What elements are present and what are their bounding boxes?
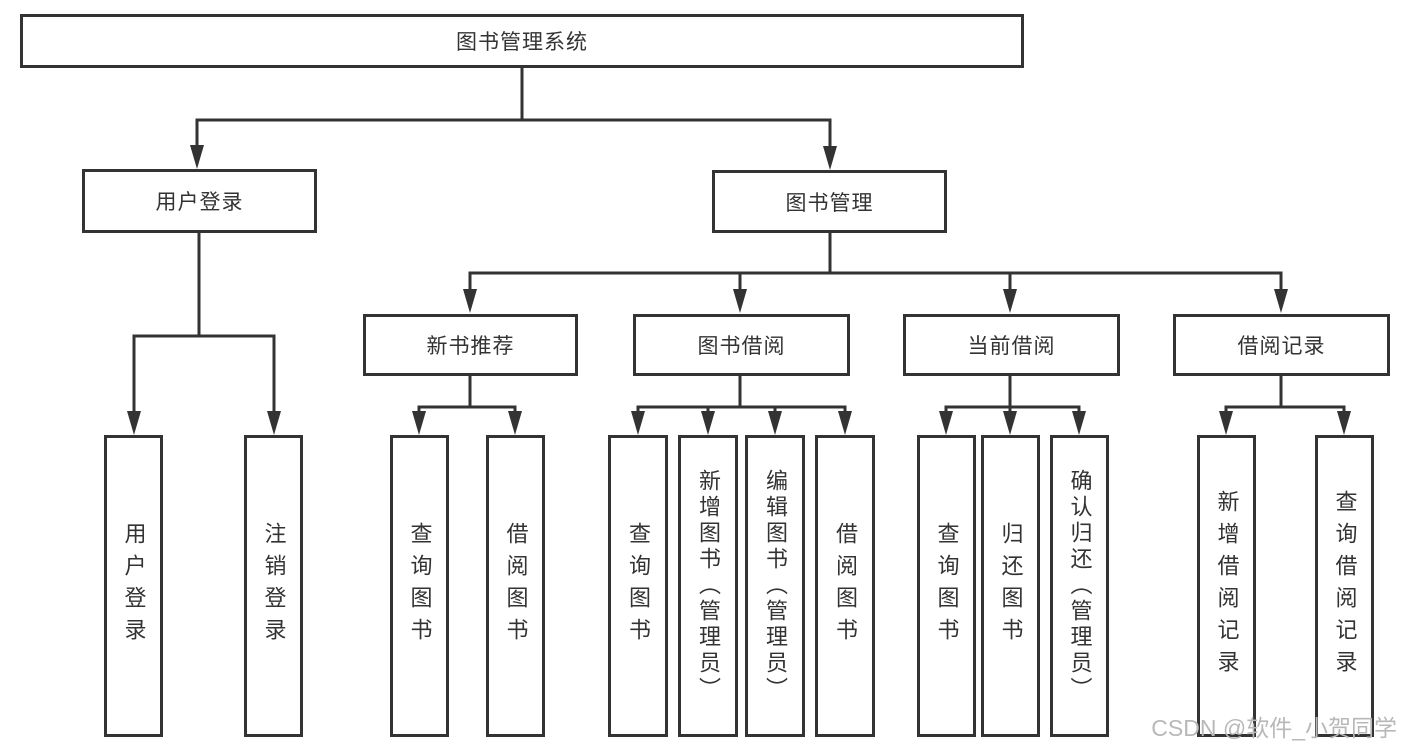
node-label: 图书管理系统 bbox=[456, 31, 588, 54]
node-book-management: 图书管理 bbox=[712, 170, 947, 233]
watermark-text: CSDN @软件_小贺同学 bbox=[1151, 715, 1397, 741]
leaf-add-borrow-record: 新增借阅记录 bbox=[1197, 435, 1256, 737]
node-label: 新书推荐 bbox=[426, 335, 515, 358]
node-label: 图书借阅 bbox=[697, 335, 786, 358]
leaf-query-books-current: 查询图书 bbox=[917, 435, 976, 737]
leaf-add-books-admin: 新增图书（管理员） bbox=[678, 435, 738, 737]
node-borrowing-records: 借阅记录 bbox=[1173, 314, 1390, 376]
leaf-borrow-books-recommend: 借阅图书 bbox=[486, 435, 545, 737]
leaf-confirm-return-admin: 确认归还（管理员） bbox=[1050, 435, 1109, 737]
leaf-label: 查询借阅记录 bbox=[1332, 490, 1358, 682]
leaf-label: 确认归还（管理员） bbox=[1067, 469, 1093, 703]
leaf-label: 编辑图书（管理员） bbox=[763, 469, 788, 703]
leaf-label: 注销登录 bbox=[261, 522, 287, 650]
node-label: 用户登录 bbox=[155, 191, 244, 214]
leaf-label: 查询图书 bbox=[934, 522, 960, 650]
leaf-logout: 注销登录 bbox=[244, 435, 303, 737]
leaf-query-borrow-record: 查询借阅记录 bbox=[1315, 435, 1374, 737]
node-label: 借阅记录 bbox=[1237, 335, 1326, 358]
node-book-borrowing: 图书借阅 bbox=[633, 314, 850, 376]
leaf-return-books: 归还图书 bbox=[981, 435, 1040, 737]
leaf-label: 用户登录 bbox=[121, 522, 147, 650]
leaf-label: 新增借阅记录 bbox=[1214, 490, 1240, 682]
node-current-borrowing: 当前借阅 bbox=[903, 314, 1120, 376]
leaf-label: 新增图书（管理员） bbox=[696, 469, 721, 703]
node-library-management-system: 图书管理系统 bbox=[20, 14, 1024, 68]
leaf-query-books-borrow: 查询图书 bbox=[608, 435, 668, 737]
node-label: 当前借阅 bbox=[967, 335, 1056, 358]
node-user-login: 用户登录 bbox=[82, 169, 317, 233]
leaf-label: 借阅图书 bbox=[833, 522, 858, 650]
leaf-borrow-books: 借阅图书 bbox=[815, 435, 875, 737]
node-new-book-recommendation: 新书推荐 bbox=[363, 314, 578, 376]
leaf-label: 查询图书 bbox=[407, 522, 433, 650]
leaf-label: 查询图书 bbox=[626, 522, 651, 650]
leaf-label: 借阅图书 bbox=[503, 522, 529, 650]
leaf-query-books-recommend: 查询图书 bbox=[390, 435, 449, 737]
node-label: 图书管理 bbox=[785, 191, 874, 215]
leaf-label: 归还图书 bbox=[998, 522, 1024, 650]
leaf-edit-books-admin: 编辑图书（管理员） bbox=[745, 435, 805, 737]
leaf-user-login: 用户登录 bbox=[104, 435, 163, 737]
